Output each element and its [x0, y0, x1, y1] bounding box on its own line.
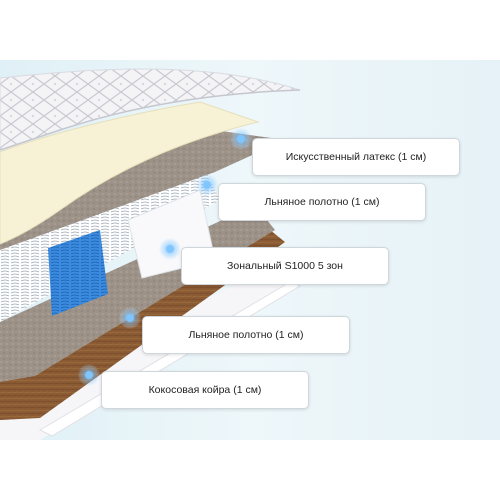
marker-coir	[78, 364, 100, 386]
spring-zone-blue	[48, 230, 108, 316]
upper-linen-layer	[0, 128, 285, 250]
marker-upper-linen	[196, 174, 218, 196]
marker-lower-linen	[119, 307, 141, 329]
label-spring-block: Зональный S1000 5 зон	[181, 247, 389, 285]
quilted-cover-edge	[0, 89, 301, 151]
marker-latex	[230, 128, 252, 150]
marker-spring	[159, 238, 181, 260]
label-lower-linen: Льняное полотно (1 см)	[142, 316, 350, 354]
bottom-cover	[0, 268, 300, 440]
latex-layer	[0, 101, 260, 245]
label-coir: Кокосовая койра (1 см)	[101, 371, 309, 409]
label-latex: Искусственный латекс (1 см)	[252, 138, 460, 176]
label-upper-linen: Льняное полотно (1 см)	[218, 183, 426, 221]
